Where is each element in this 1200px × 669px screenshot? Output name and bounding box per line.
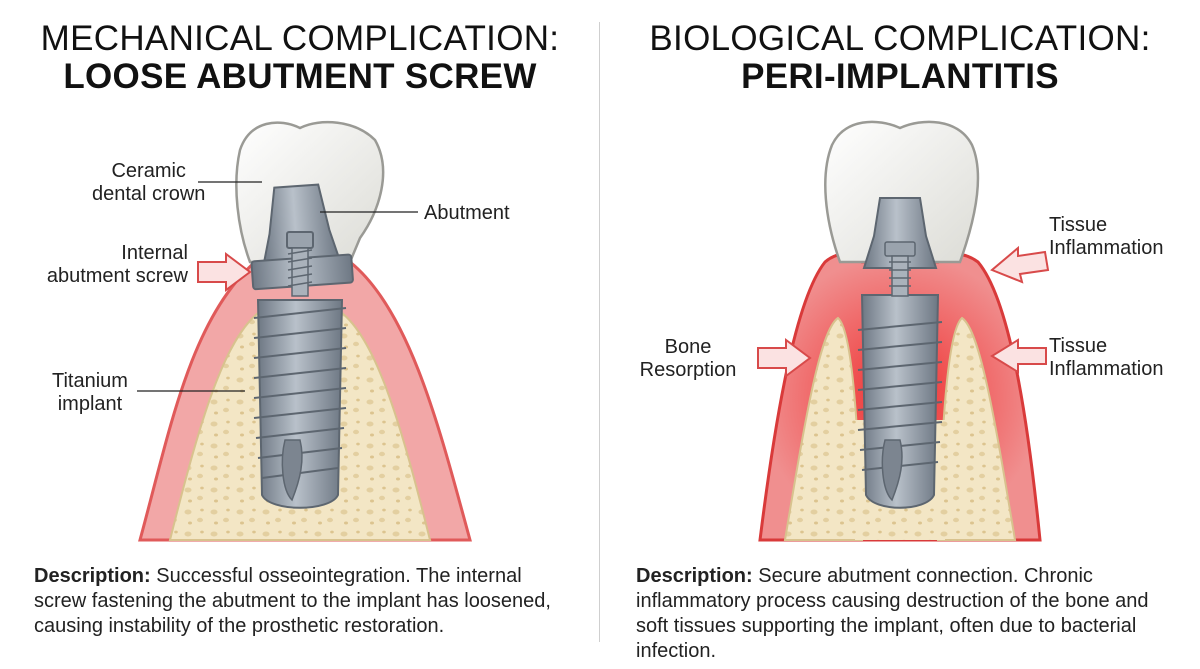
- right-description-label: Description:: [636, 565, 753, 587]
- left-title: MECHANICAL COMPLICATION: LOOSE ABUTMENT …: [0, 20, 600, 96]
- abutment-right: [862, 197, 938, 297]
- right-title: BIOLOGICAL COMPLICATION: PERI-IMPLANTITI…: [600, 20, 1200, 96]
- titanium-implant: [253, 299, 347, 509]
- left-description-text: Successful osseointegration. The interna…: [34, 565, 551, 637]
- loose-screw-illustration: [137, 120, 472, 542]
- panel-divider: [599, 22, 600, 642]
- left-title-line1: MECHANICAL COMPLICATION:: [40, 19, 560, 58]
- internal-abutment-screw: [286, 231, 314, 297]
- peri-implantitis-illustration: [757, 120, 1050, 542]
- ceramic-crown-right: [824, 120, 980, 264]
- screw-arrow: [197, 252, 252, 292]
- right-description-text: Secure abutment connection. Chronic infl…: [636, 565, 1149, 662]
- titanium-implant-right: [857, 294, 943, 509]
- right-title-line2: PERI-IMPLANTITIS: [741, 57, 1059, 96]
- label-abutment: Abutment: [424, 202, 510, 224]
- bone-resorption-arrow: [757, 338, 812, 378]
- right-description: Description: Secure abutment connection.…: [636, 564, 1176, 664]
- inflammation-top-arrow: [990, 245, 1050, 284]
- left-title-line2: LOOSE ABUTMENT SCREW: [63, 57, 537, 96]
- abutment: [250, 183, 354, 291]
- left-panel: MECHANICAL COMPLICATION: LOOSE ABUTMENT …: [0, 20, 600, 639]
- inflammation-mid-arrow: [990, 338, 1047, 374]
- left-description-label: Description:: [34, 565, 151, 587]
- right-panel: BIOLOGICAL COMPLICATION: PERI-IMPLANTITI…: [600, 0, 1200, 669]
- left-description: Description: Successful osseointegration…: [34, 564, 564, 639]
- right-title-line1: BIOLOGICAL COMPLICATION:: [649, 19, 1151, 58]
